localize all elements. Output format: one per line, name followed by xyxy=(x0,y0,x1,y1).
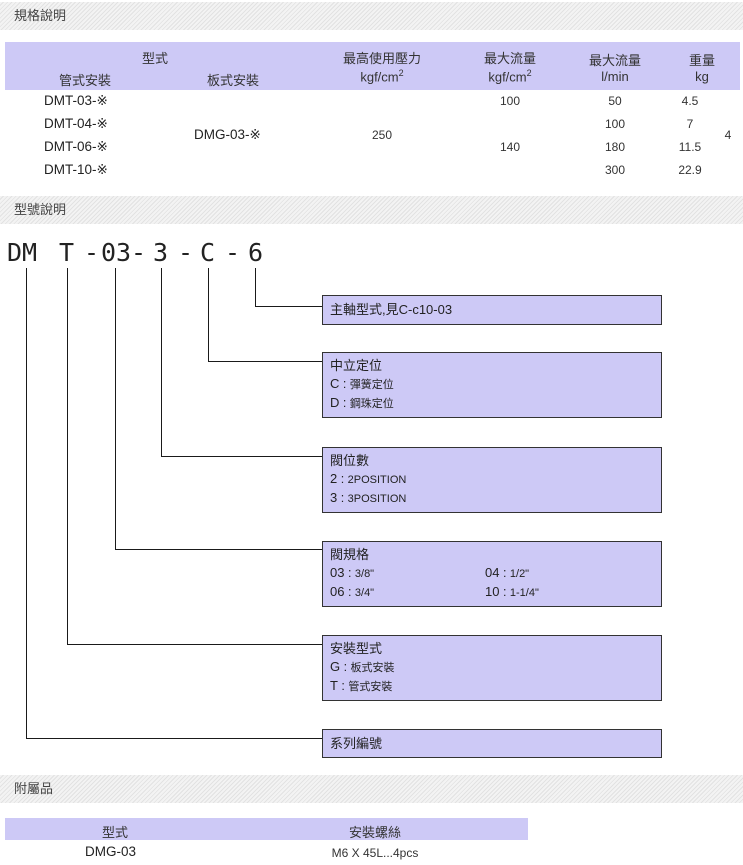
col-header-flow2-unit: l/min xyxy=(601,69,629,84)
box-title: 閥位數 xyxy=(330,453,370,468)
table-row-pipe: DMT-03-※ xyxy=(44,93,108,108)
section-bar-accessory: 附屬品 xyxy=(0,775,743,803)
box-title: 閥規格 xyxy=(330,547,370,562)
code-part-mount: T xyxy=(59,238,75,267)
section-bar-spec: 規格說明 xyxy=(0,2,743,30)
option-key: G xyxy=(330,659,341,674)
flow1-cell: 100 xyxy=(499,94,521,108)
code-dash: - xyxy=(178,238,194,267)
option-key: 04 xyxy=(485,565,500,580)
col-header-pressure-unit: kgf/cm2 xyxy=(360,68,404,85)
acc-header-type: 型式 xyxy=(101,825,128,840)
acc-row-type: DMG-03 xyxy=(85,844,137,859)
option-value: 管式安裝 xyxy=(348,681,393,693)
box-valve-positions: 閥位數 2 : 2POSITION 3 : 3POSITION xyxy=(322,447,662,513)
code-part-shaft: 6 xyxy=(248,238,264,267)
col-header-flow1-unit: kgf/cm2 xyxy=(488,68,532,85)
section-title: 規格說明 xyxy=(14,8,67,23)
section-title: 附屬品 xyxy=(14,781,54,796)
col-header-weight: 重量 xyxy=(688,53,715,68)
table-row-pipe: DMT-04-※ xyxy=(44,116,108,131)
option-key: 03 xyxy=(330,565,345,580)
option-key: 06 xyxy=(330,584,345,599)
connector-line xyxy=(26,268,27,739)
code-part-center: C xyxy=(200,238,216,267)
section-title: 型號說明 xyxy=(14,202,67,217)
weight-cell: 7 xyxy=(686,117,694,131)
code-dash: - xyxy=(225,238,241,267)
code-dash: - xyxy=(131,238,147,267)
option-value: 鋼珠定位 xyxy=(349,398,394,410)
col-header-weight-unit: kg xyxy=(695,69,709,84)
table-row-pipe: DMT-06-※ xyxy=(44,139,108,154)
connector-line xyxy=(161,268,162,457)
flow2-cell: 50 xyxy=(608,94,622,108)
col-header-flow2: 最大流量 xyxy=(588,53,641,68)
connector-line xyxy=(208,268,209,362)
box-shaft-type: 主軸型式,見C-c10-03 xyxy=(322,295,662,325)
flow2-cell: 100 xyxy=(604,117,626,131)
code-part-size: 03 xyxy=(101,238,132,267)
spec-table-header xyxy=(5,42,740,90)
connector-line xyxy=(161,456,323,457)
option-value: 1/2" xyxy=(509,568,530,580)
connector-line xyxy=(208,361,323,362)
box-center-position: 中立定位 C : 彈簧定位 D : 鋼珠定位 xyxy=(322,352,662,418)
connector-line xyxy=(67,644,323,645)
option-value: 3POSITION xyxy=(347,493,407,505)
table-row-pipe: DMT-10-※ xyxy=(44,162,108,177)
connector-line xyxy=(67,268,68,645)
plate-weight-cell: 4 xyxy=(724,128,732,142)
box-title: 安裝型式 xyxy=(330,641,383,656)
col-header-pressure: 最高使用壓力 xyxy=(342,51,421,66)
option-key: C xyxy=(330,376,340,391)
weight-cell: 22.9 xyxy=(678,163,702,177)
option-value: 1-1/4" xyxy=(509,587,539,599)
box-valve-size: 閥規格 03 : 3/8" 04 : 1/2" 06 : 3/4" 10 : 1… xyxy=(322,541,662,607)
option-key: 2 xyxy=(330,471,338,486)
option-value: 彈簧定位 xyxy=(349,379,394,391)
pressure-value: 250 xyxy=(371,128,393,142)
code-dash: - xyxy=(84,238,100,267)
accessory-table-header xyxy=(5,818,528,840)
flow1-cell: 140 xyxy=(499,140,521,154)
connector-line xyxy=(26,738,323,739)
section-bar-model: 型號說明 xyxy=(0,196,743,224)
box-title: 中立定位 xyxy=(330,358,383,373)
col-header-flow1: 最大流量 xyxy=(483,51,536,66)
option-value: 3/4" xyxy=(354,587,375,599)
flow2-cell: 300 xyxy=(604,163,626,177)
col-header-pipe: 管式安裝 xyxy=(58,73,111,88)
col-header-type: 型式 xyxy=(141,51,168,66)
connector-line xyxy=(115,549,323,550)
flow2-cell: 180 xyxy=(604,140,626,154)
weight-cell: 11.5 xyxy=(678,140,702,154)
option-value: 2POSITION xyxy=(347,474,407,486)
code-part-position: 3 xyxy=(153,238,169,267)
connector-line xyxy=(255,268,256,307)
acc-header-screw: 安裝螺絲 xyxy=(348,825,401,840)
connector-line xyxy=(115,268,116,550)
box-mount-type: 安裝型式 G : 板式安裝 T : 管式安裝 xyxy=(322,635,662,701)
option-key: 10 xyxy=(485,584,500,599)
option-value: 3/8" xyxy=(354,568,375,580)
option-key: T xyxy=(330,678,338,693)
plate-model: DMG-03-※ xyxy=(194,127,261,142)
option-value: 板式安裝 xyxy=(350,662,395,674)
code-part-dm: DM xyxy=(7,238,38,267)
box-title: 系列編號 xyxy=(330,736,383,751)
weight-cell: 4.5 xyxy=(681,94,699,108)
option-key: D xyxy=(330,395,340,410)
box-title: 主軸型式,見C-c10-03 xyxy=(330,302,453,317)
acc-row-screw: M6 X 45L...4pcs xyxy=(331,846,419,860)
col-header-plate: 板式安裝 xyxy=(206,73,259,88)
connector-line xyxy=(255,306,323,307)
box-series-number: 系列編號 xyxy=(322,729,662,758)
option-key: 3 xyxy=(330,490,338,505)
